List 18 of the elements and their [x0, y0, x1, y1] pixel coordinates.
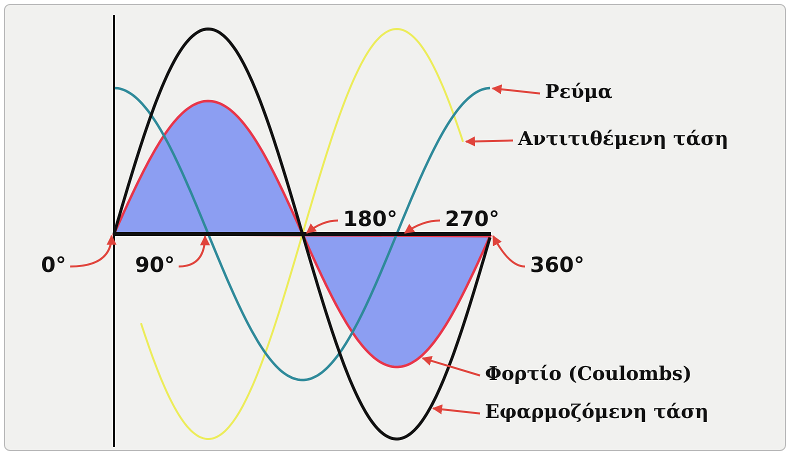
leader-arrow [70, 234, 116, 268]
angle-label: 270° [445, 209, 500, 230]
curve-label: Αντιτιθέμενη τάση [518, 130, 728, 149]
leader-arrow [492, 235, 526, 268]
leader-arrow [422, 356, 480, 376]
angle-label: 90° [135, 255, 175, 276]
curve-label: Εφαρμοζόμενη τάση [485, 403, 709, 422]
leader-arrow [404, 220, 440, 234]
leader-arrow [492, 84, 540, 94]
leader-arrow [464, 136, 514, 146]
angle-label: 0° [41, 255, 66, 276]
curve-label: Ρεύμα [545, 83, 613, 102]
leader-arrow [432, 404, 480, 414]
angle-label: 180° [343, 209, 398, 230]
leader-arrow [306, 220, 338, 234]
angle-label: 360° [530, 255, 584, 276]
leader-arrow [178, 235, 210, 268]
curve-label: Φορτίο (Coulombs) [485, 365, 692, 384]
